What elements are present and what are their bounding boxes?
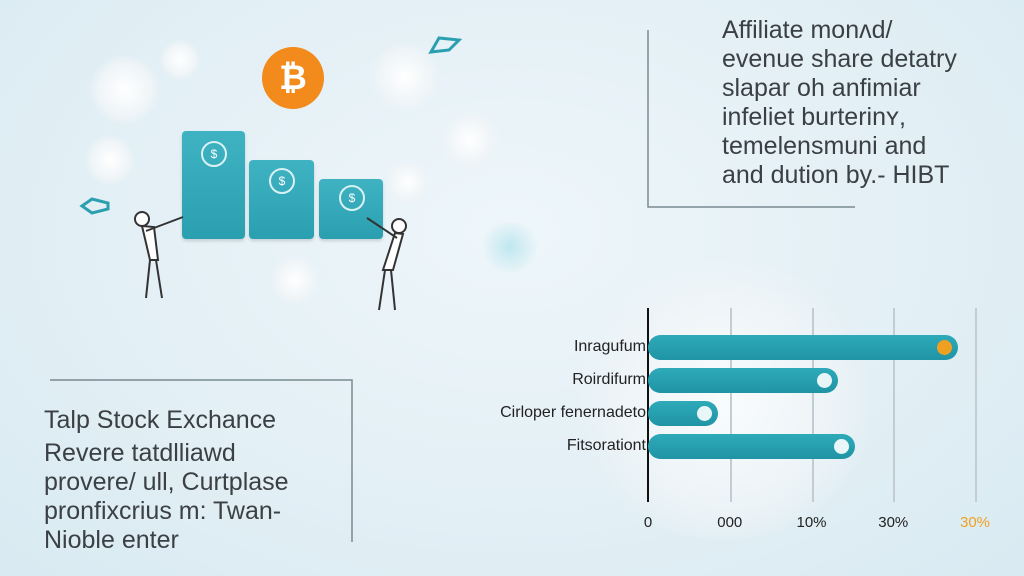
bar-category-label: Cirloper fenernadeto <box>500 404 646 421</box>
text-line: provere/ ull, Curtplase <box>44 468 289 496</box>
bar-end-icon <box>833 439 849 454</box>
decorative-bubble <box>440 110 500 170</box>
bar <box>648 434 855 459</box>
gridline <box>729 308 732 502</box>
text-line: Nioble enter <box>44 526 179 554</box>
bar-category-label: Roirdifurm <box>572 371 646 388</box>
decorative-bubble <box>90 55 160 125</box>
stock-exchange-description: Talp Stock Exchance Revere tatdlliawd pr… <box>44 406 289 555</box>
x-tick-label: 000 <box>717 514 743 531</box>
bar-end-icon <box>816 373 832 388</box>
bracket-line <box>50 379 353 542</box>
dollar-icon: $ <box>201 141 227 167</box>
bracket-line <box>647 30 855 208</box>
dollar-icon: $ <box>339 185 365 211</box>
x-tick-label: 30% <box>878 514 909 531</box>
text-line: slapar oh anfimiar <box>722 74 921 102</box>
bar-block-medium: $ <box>249 160 314 239</box>
description-title: Talp Stock Exchance <box>44 406 277 434</box>
person-pushing-figure <box>366 217 407 311</box>
gridline <box>811 308 814 502</box>
bar-block-short: $ <box>319 179 383 239</box>
decorative-bubble <box>270 255 320 305</box>
text-line: temelensmuni and <box>722 132 927 160</box>
decorative-bubble <box>385 160 430 205</box>
decorative-bubble <box>575 260 875 540</box>
gridline <box>893 308 896 502</box>
glow-circle <box>478 222 542 272</box>
gridline <box>975 308 977 502</box>
text-line: evenue share detatry <box>722 45 957 73</box>
bar <box>648 368 838 393</box>
text-line: Revere tatdlliawd <box>44 439 236 467</box>
bar-category-label: Inragufum <box>573 338 646 355</box>
dollar-icon: $ <box>269 168 295 194</box>
arrow-icon <box>428 36 463 54</box>
decorative-bubble <box>160 40 200 80</box>
text-line: and dution by.- HIBT <box>722 161 950 189</box>
x-tick-label: 10% <box>796 514 827 531</box>
affiliate-description: Affiliate monʌd/ evenue share detatry sl… <box>722 16 957 190</box>
bar-block-tall: $ <box>182 131 245 239</box>
text-line: pronfixcrius m: Twan- <box>44 497 282 525</box>
arrow-icon <box>79 197 110 215</box>
bar <box>648 335 958 360</box>
text-line: infeliet burterinʏ, <box>722 103 906 131</box>
person-pushing-figure <box>134 211 184 299</box>
text-line: Affiliate monʌd/ <box>722 16 893 44</box>
x-tick-label: 30% <box>959 514 991 531</box>
bar <box>648 401 719 426</box>
bitcoin-icon: ₿ <box>262 47 324 109</box>
bar-end-icon <box>697 406 713 421</box>
decorative-bubble <box>85 135 135 185</box>
x-tick-label: 0 <box>643 514 653 531</box>
bar-category-label: Fitsorationt <box>566 437 646 454</box>
y-axis <box>647 308 649 502</box>
bar-end-icon <box>936 340 952 355</box>
